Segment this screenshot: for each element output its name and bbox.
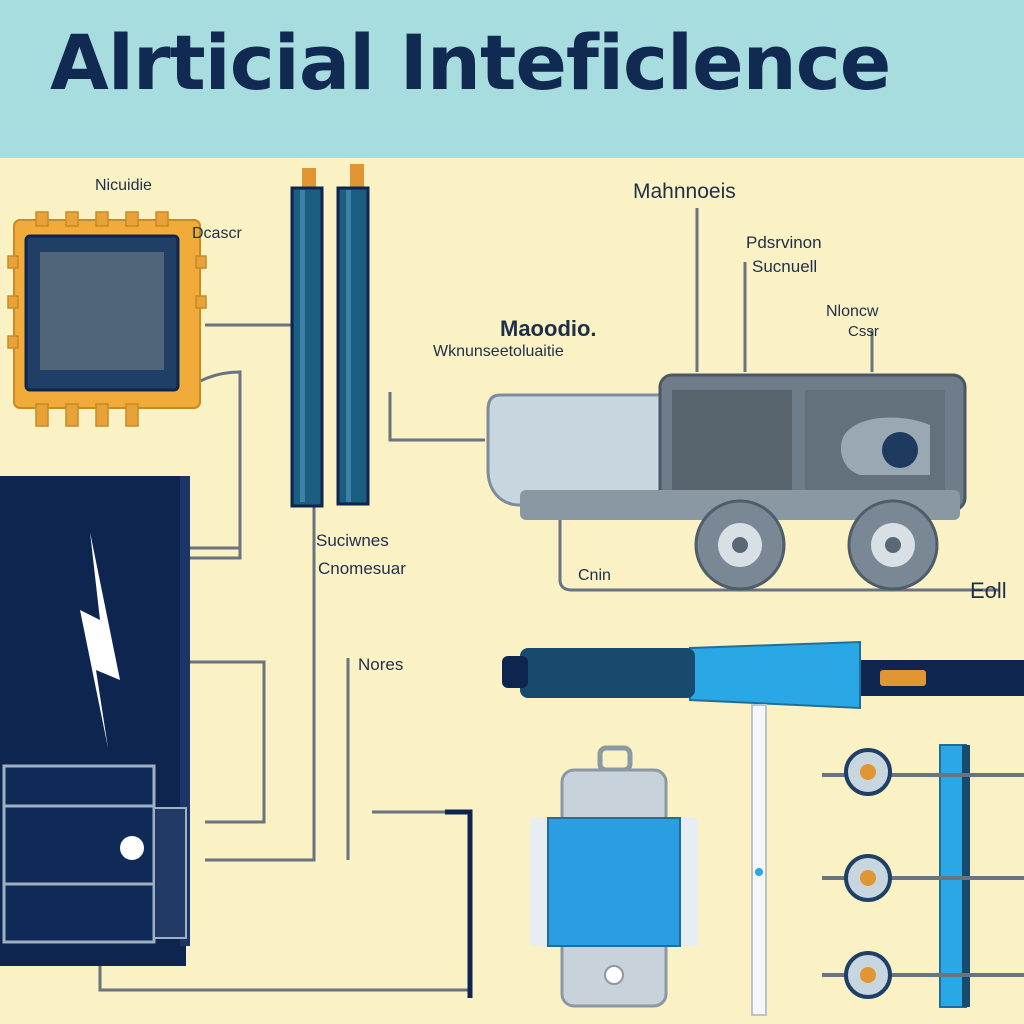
valve-fitting bbox=[844, 748, 892, 796]
valve-fitting bbox=[844, 854, 892, 902]
connector-rack bbox=[822, 744, 1024, 1008]
microchip bbox=[7, 211, 207, 427]
label-column-1: Suciwnes bbox=[316, 531, 389, 550]
label-edge-right: Eoll bbox=[970, 578, 1007, 603]
label-mid-left: Nores bbox=[358, 655, 403, 674]
lightning-bolt-icon bbox=[80, 532, 120, 748]
diagram-labels: Nicuidie Dcascr Mahnnoeis Pdsrvinon Sucn… bbox=[95, 177, 1007, 674]
label-wheel: Cnin bbox=[578, 567, 611, 584]
label-chip-side: Dcascr bbox=[192, 225, 242, 242]
label-machine-sub: Wknunseetoluaitie bbox=[433, 343, 564, 360]
label-machine-title: Maoodio. bbox=[500, 316, 597, 341]
indicator-light bbox=[120, 836, 144, 860]
battery-cell bbox=[530, 745, 698, 1008]
header-banner: Alrticial Inteficlence bbox=[0, 0, 1024, 158]
label-right-2: Sucnuell bbox=[752, 257, 817, 276]
valve-fitting bbox=[844, 951, 892, 999]
label-column-2: Cnomesuar bbox=[318, 559, 406, 578]
label-top-right: Mahnnoeis bbox=[633, 180, 736, 203]
wheel-right bbox=[847, 499, 939, 591]
probe-tool bbox=[502, 640, 1024, 1016]
vertical-pipes bbox=[290, 164, 370, 508]
label-chip: Nicuidie bbox=[95, 177, 152, 194]
machine-vehicle bbox=[486, 373, 967, 591]
page-title: Alrticial Inteficlence bbox=[50, 18, 891, 107]
wall-bracket bbox=[445, 809, 473, 998]
wheel-left bbox=[694, 499, 786, 591]
power-panel bbox=[0, 476, 190, 966]
label-right-3: Nloncw bbox=[826, 303, 879, 320]
label-right-1: Pdsrvinon bbox=[746, 233, 822, 252]
label-right-4: Cssr bbox=[848, 323, 879, 340]
